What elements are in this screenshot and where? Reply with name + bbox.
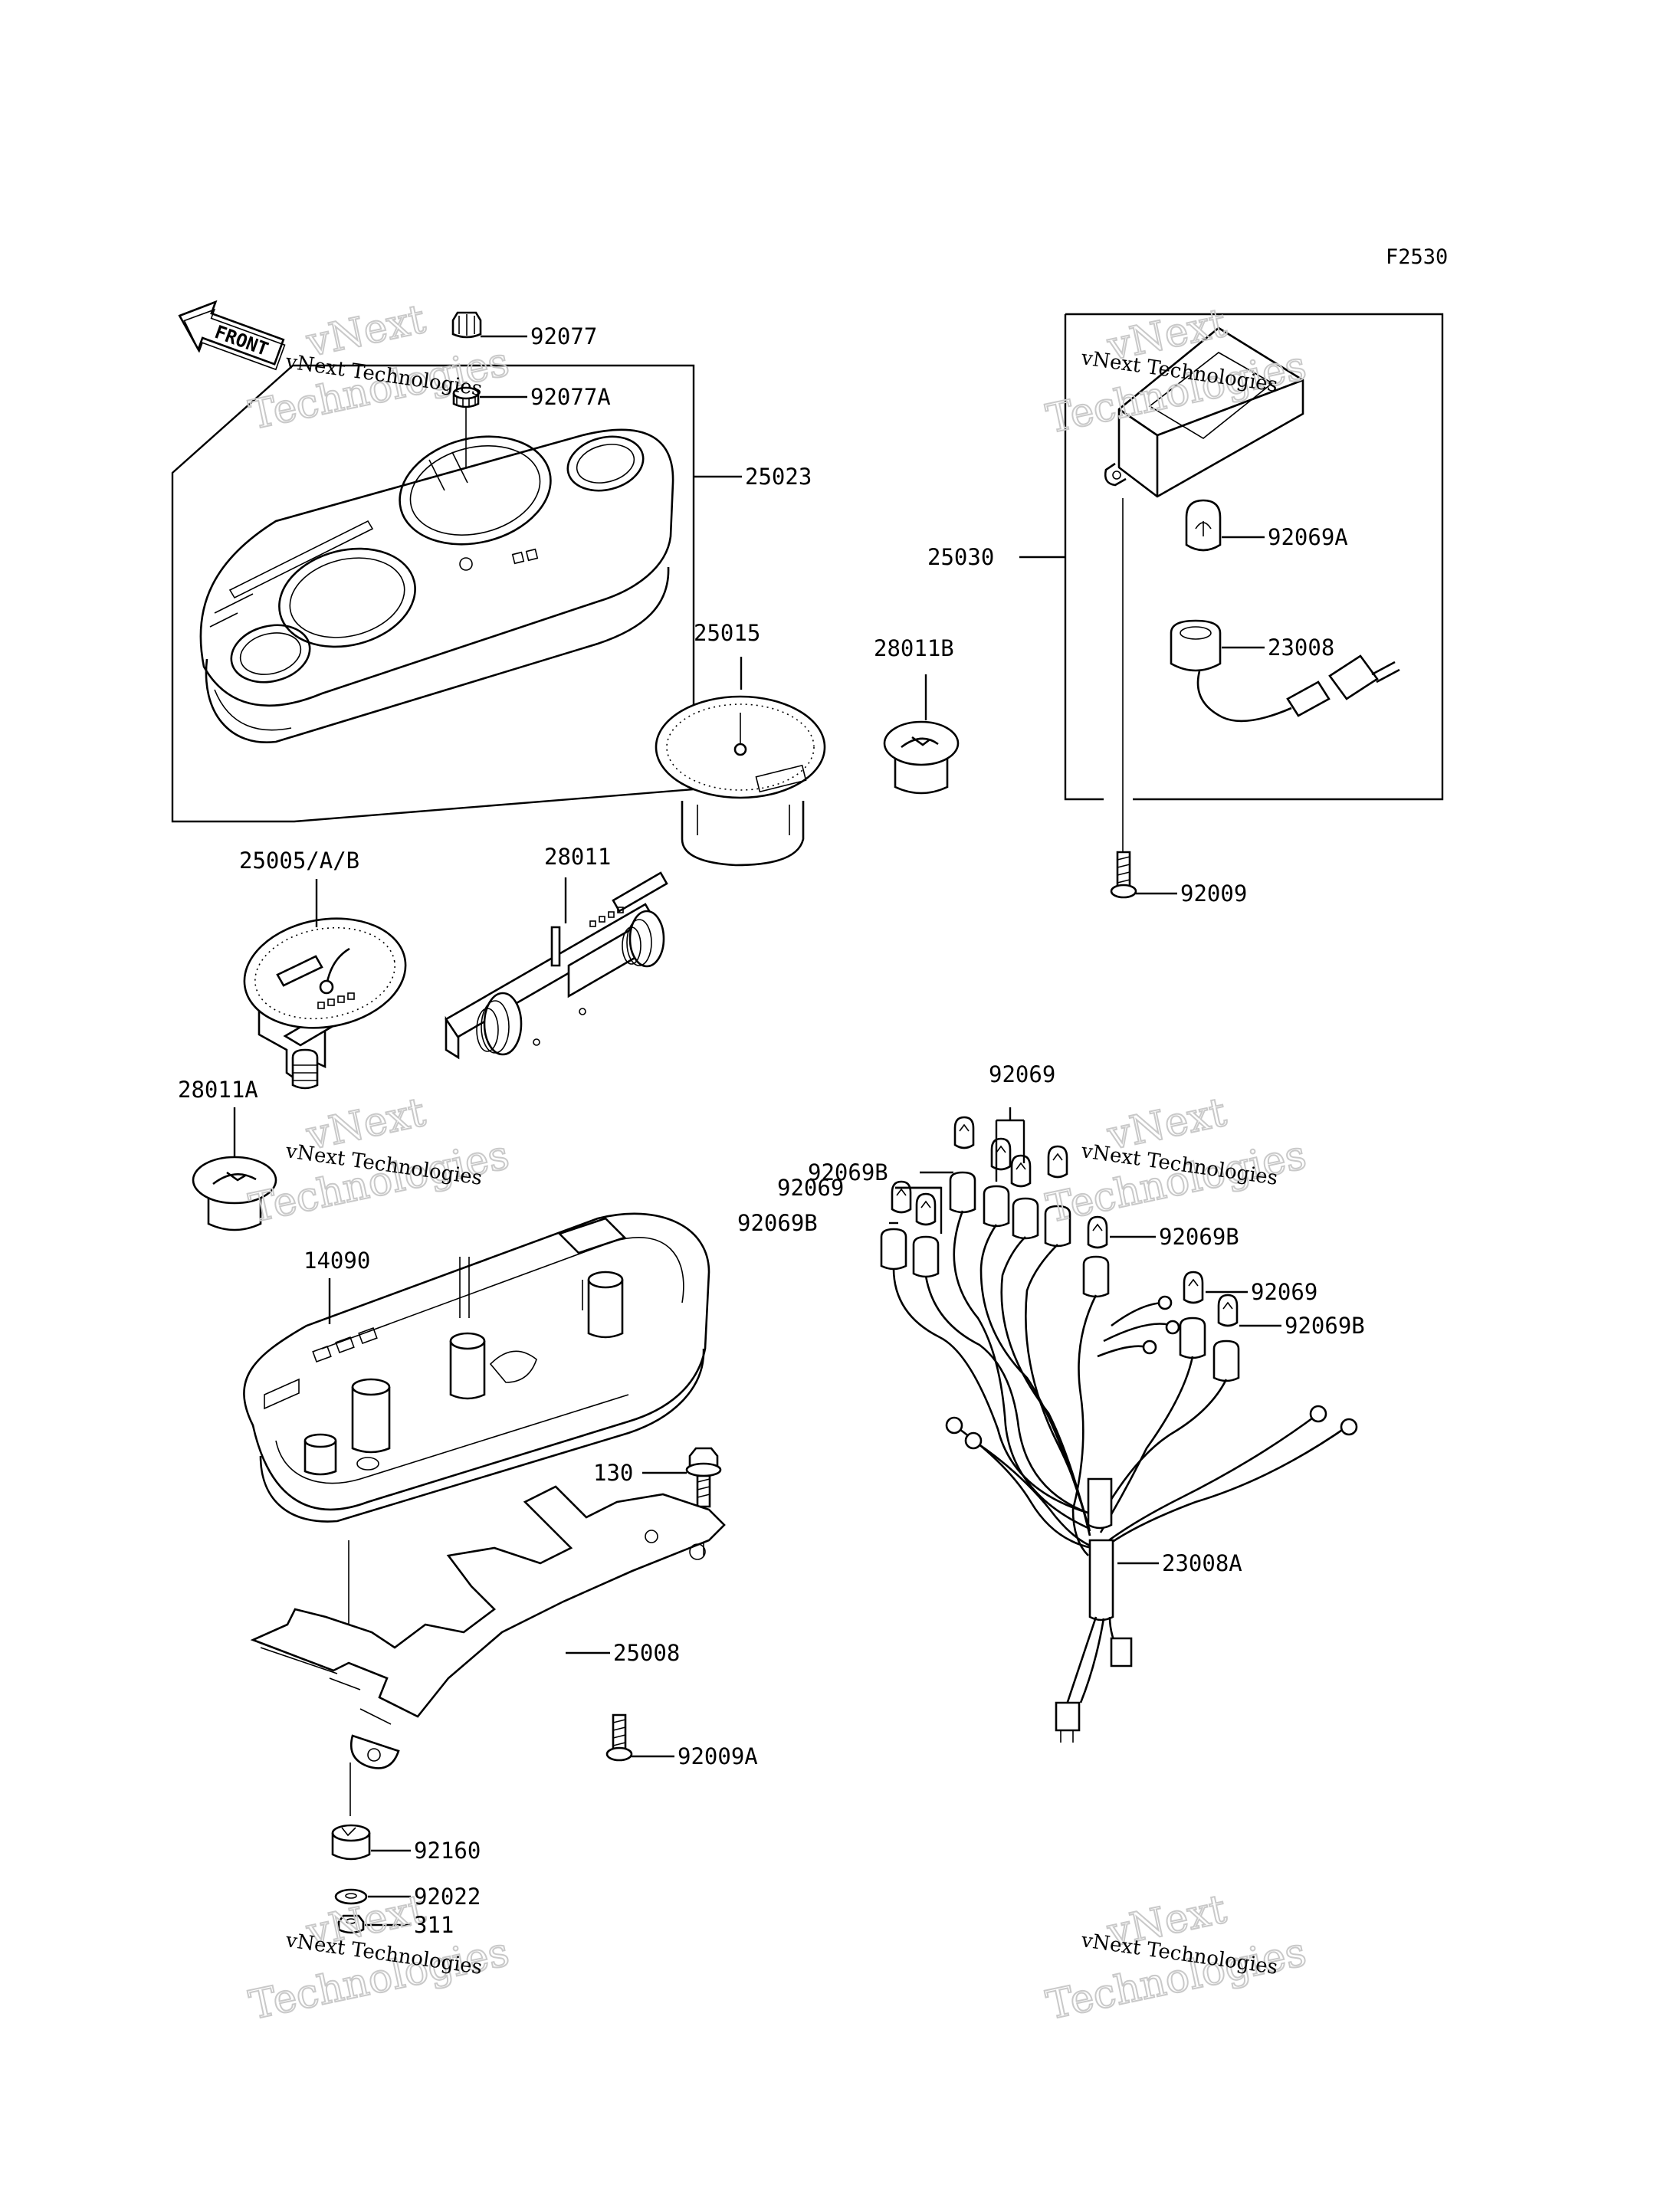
part-label-92077a: 92077A: [530, 384, 611, 410]
grommet-92160-icon: [331, 1824, 371, 1861]
bracket-28011-icon: [445, 871, 668, 1060]
screw-92009-icon: [1110, 851, 1137, 899]
part-labels: 92077 92077A 25023 25015 28011B 25030 92…: [178, 323, 1365, 1938]
part-label-92022: 92022: [414, 1884, 481, 1910]
knob-92077-icon: [451, 311, 482, 339]
front-arrow-icon: FRONT: [178, 300, 286, 371]
part-label-25030: 25030: [927, 544, 994, 570]
part-label-92069b-2: 92069B: [737, 1210, 818, 1236]
figure-code: F2530: [1386, 245, 1448, 269]
gauge-25005-icon: [243, 917, 407, 1090]
meter-case-14090-icon: [243, 1212, 710, 1523]
part-label-25005: 25005/A/B: [239, 848, 359, 874]
lamp-socket-28011b-icon: [883, 720, 960, 795]
washer-92022-icon: [334, 1888, 368, 1905]
part-label-311: 311: [414, 1912, 454, 1938]
part-label-92069b-1: 92069B: [808, 1159, 888, 1185]
bulb-92069a-icon: [1185, 499, 1222, 552]
part-label-92009a: 92009A: [678, 1743, 758, 1769]
part-label-92069a: 92069A: [1268, 524, 1348, 550]
part-label-28011a: 28011A: [178, 1077, 258, 1103]
part-label-92069b-3: 92069B: [1159, 1224, 1239, 1250]
socket-23008-icon: [1170, 619, 1400, 723]
part-label-23008: 23008: [1268, 635, 1334, 661]
part-label-92069b-4: 92069B: [1285, 1313, 1365, 1339]
part-label-92069-3: 92069: [1251, 1279, 1317, 1305]
part-label-92069-2: 92069: [777, 1175, 844, 1201]
nut-311-icon: [337, 1914, 365, 1934]
screw-92009a-icon: [605, 1713, 633, 1762]
part-label-25023: 25023: [745, 464, 812, 490]
part-label-28011: 28011: [544, 844, 611, 870]
bracket-25008-icon: [250, 1485, 726, 1769]
part-label-23008a: 23008A: [1162, 1550, 1242, 1576]
part-label-25015: 25015: [694, 620, 760, 646]
gauge-25015-icon: [655, 695, 826, 867]
part-label-25008: 25008: [613, 1640, 680, 1666]
indicator-module-25030-icon: [1104, 326, 1304, 498]
bolt-130-icon: [685, 1447, 722, 1508]
wire-harness-23008a-icon: [880, 1116, 1358, 1743]
knob-92077a-icon: [452, 386, 480, 408]
part-label-92069-top: 92069: [989, 1061, 1055, 1087]
part-label-28011b: 28011B: [874, 635, 954, 661]
part-label-92160: 92160: [414, 1838, 481, 1864]
part-label-14090: 14090: [304, 1248, 370, 1274]
part-label-130: 130: [593, 1460, 633, 1486]
part-label-92009: 92009: [1180, 880, 1247, 907]
meter-cover-25023-icon: [199, 428, 674, 744]
part-label-92077: 92077: [530, 323, 597, 349]
